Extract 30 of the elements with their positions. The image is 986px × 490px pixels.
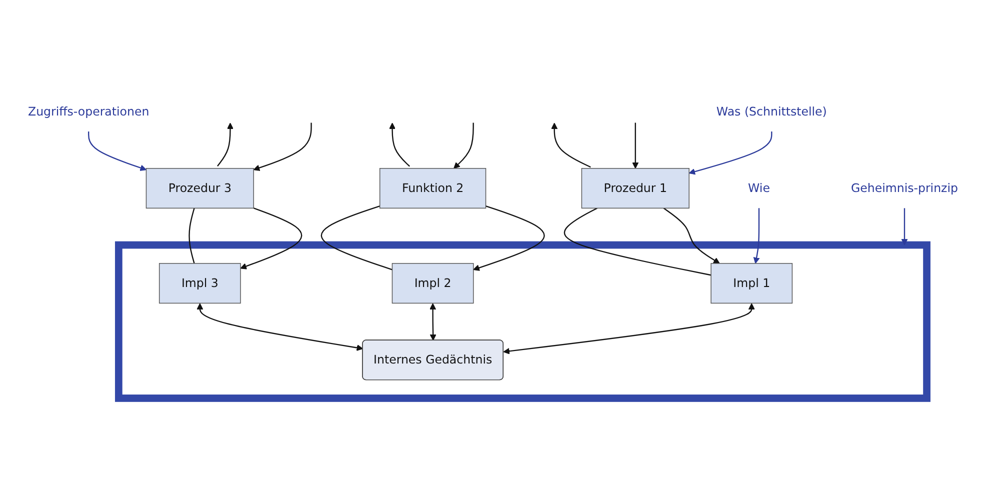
arrow [632, 122, 639, 169]
arrow [454, 122, 474, 169]
node-text: Zugriffs-operationen [28, 104, 150, 118]
arrow [389, 122, 410, 167]
node-box: Prozedur 1 [581, 168, 690, 209]
cluster [114, 241, 930, 402]
arrow [663, 208, 720, 264]
connector [188, 208, 195, 264]
node-box: Prozedur 3 [146, 168, 254, 209]
node-box: Impl 3 [158, 263, 241, 304]
node-box: Impl 1 [710, 263, 793, 304]
arrow [253, 122, 312, 171]
arrow [473, 205, 545, 271]
arrow [217, 122, 234, 166]
arrow [88, 132, 147, 171]
node-box: Funktion 2 [379, 168, 486, 209]
arrow [240, 208, 302, 270]
connector [320, 205, 392, 270]
arrow [196, 303, 364, 351]
node-text: Geheimnis-prinzip [850, 180, 958, 195]
arrow [551, 122, 591, 168]
connector [564, 208, 712, 276]
node-text: Was (Schnittstelle) [716, 104, 827, 118]
node-box: Impl 2 [392, 263, 474, 304]
arrow [430, 303, 436, 341]
node-text: Wie [748, 180, 770, 195]
arrow [901, 208, 908, 246]
arrow [503, 303, 755, 354]
arrow [753, 208, 760, 264]
arrow [688, 132, 772, 175]
